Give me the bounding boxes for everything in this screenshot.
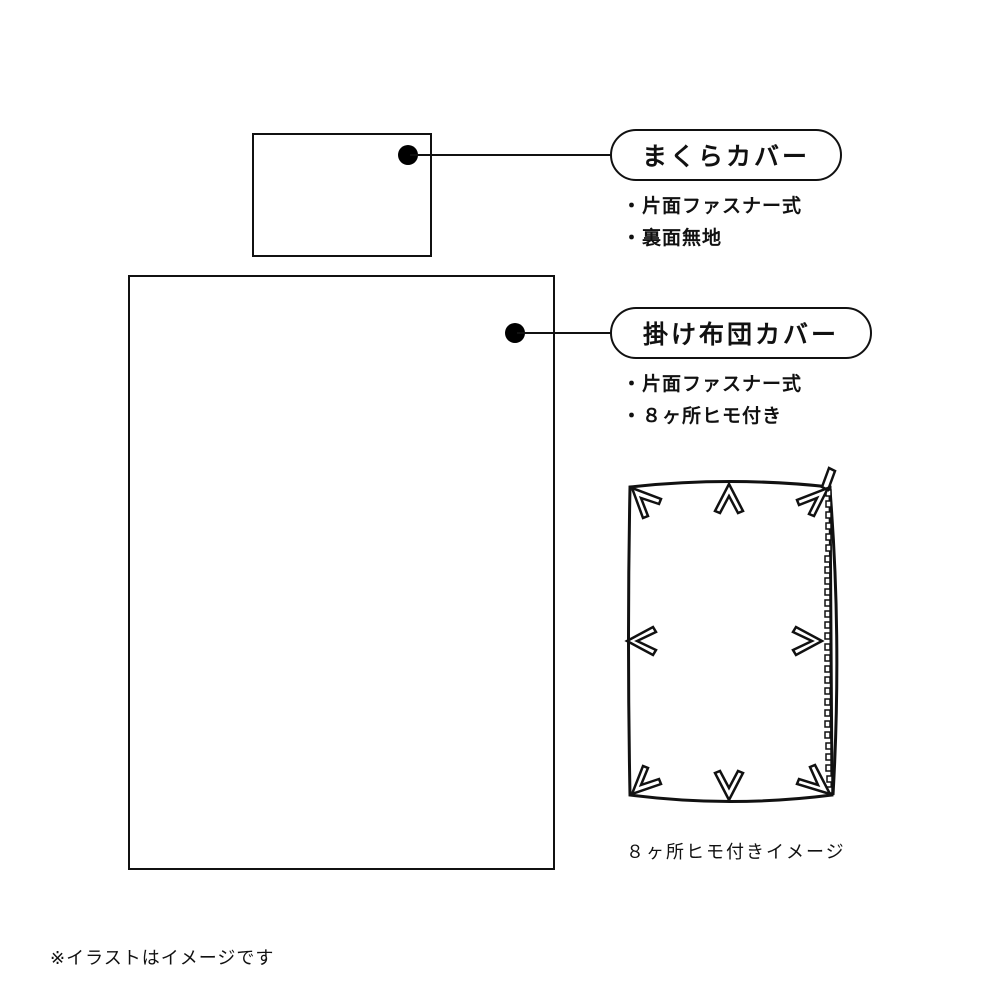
duvet-cover-marker-dot: [505, 323, 525, 343]
duvet-cover-label: 掛け布団カバー: [610, 307, 872, 359]
tie-bottom-middle-icon: [713, 769, 745, 803]
feature-item: ・片面ファスナー式: [622, 373, 803, 395]
feature-item: ・片面ファスナー式: [622, 195, 803, 217]
pillow-cover-label: まくらカバー: [610, 129, 842, 181]
duvet-cover-features: ・片面ファスナー式 ・８ヶ所ヒモ付き: [622, 368, 802, 432]
pillow-cover-title: まくらカバー: [641, 142, 810, 171]
tie-top-right-icon: [795, 485, 831, 518]
tie-top-left-icon: [629, 485, 663, 520]
duvet-outline: [627, 480, 834, 803]
duvet-cover-shape: [128, 275, 555, 870]
duvet-cover-title: 掛け布団カバー: [642, 320, 839, 349]
tie-icons: [624, 481, 833, 803]
feature-item: ・８ヶ所ヒモ付き: [622, 405, 783, 427]
tie-middle-right-icon: [791, 625, 825, 657]
tie-bottom-right-icon: [795, 763, 833, 797]
tie-illustration: [624, 466, 839, 803]
tie-illustration-caption: ８ヶ所ヒモ付きイメージ: [626, 842, 846, 863]
duvet-right-bulge: [828, 489, 839, 796]
tie-middle-left-icon: [624, 625, 658, 657]
tie-bottom-left-icon: [629, 764, 663, 797]
tie-top-middle-icon: [713, 481, 745, 515]
zipper-icon: [824, 489, 833, 794]
duvet-cover-leader-line: [517, 332, 612, 334]
disclaimer-footnote: ※イラストはイメージです: [50, 948, 275, 969]
pillow-cover-leader-line: [410, 154, 612, 156]
feature-item: ・裏面無地: [622, 227, 723, 249]
pillow-cover-features: ・片面ファスナー式 ・裏面無地: [622, 190, 802, 254]
pillow-cover-marker-dot: [398, 145, 418, 165]
